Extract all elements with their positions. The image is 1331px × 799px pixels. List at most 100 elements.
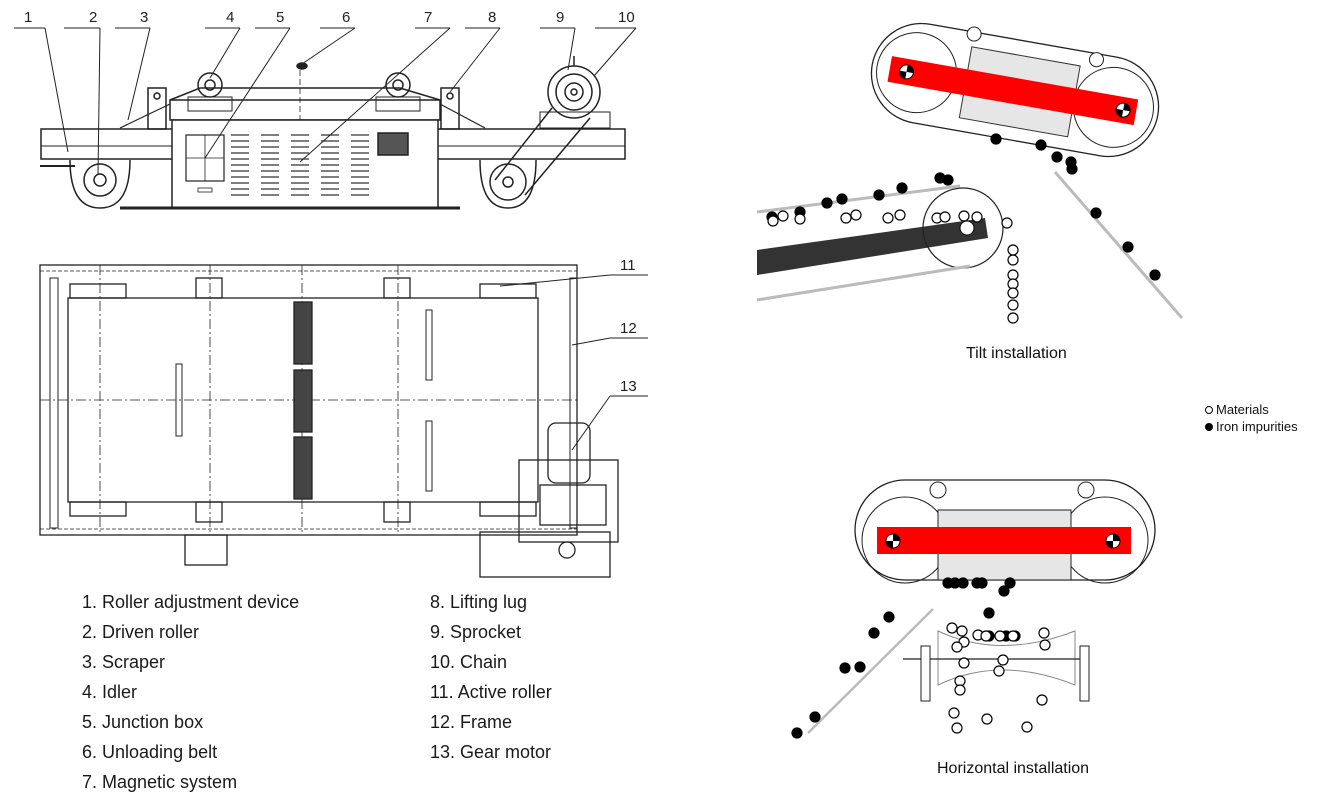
- material-particle: [939, 211, 951, 223]
- iron-impurity-particle: [1090, 207, 1102, 219]
- tilt-installation-caption: Tilt installation: [966, 345, 1067, 362]
- part-2: 2. Driven roller: [82, 622, 200, 642]
- iron-impurity-particle: [957, 577, 969, 589]
- material-particle: [767, 215, 779, 227]
- iron-impurity-particle: [942, 174, 954, 186]
- material-particle: [777, 210, 789, 222]
- tilt-feeder-belt: [757, 218, 988, 275]
- tilt-iron-chute: [1053, 171, 1184, 319]
- gear-motor: [184, 422, 619, 578]
- iron-impurity-particle: [836, 193, 848, 205]
- horizontal-separator: [854, 479, 1156, 584]
- callout-5: 5: [276, 9, 284, 26]
- material-particle: [958, 210, 970, 222]
- iron-impurity-particle: [1066, 163, 1078, 175]
- tilt-magnet-bar: [887, 56, 1139, 126]
- part-6: 6. Unloading belt: [82, 742, 218, 762]
- horizontal-particles: [791, 577, 1051, 739]
- magnetic-system-vents: [231, 134, 369, 196]
- horizontal-feeder: [807, 608, 1090, 734]
- chain-line-b: [524, 117, 591, 196]
- material-particle: [1001, 217, 1013, 229]
- part-8: 8. Lifting lug: [430, 592, 528, 612]
- side-view-leaders: [14, 27, 637, 176]
- material-particle: [1039, 639, 1051, 651]
- driven-roller-guard: [69, 159, 131, 209]
- material-particle: [958, 657, 970, 669]
- iron-impurity-particle: [794, 206, 806, 218]
- iron-impurity-particle: [971, 577, 983, 589]
- callout-1: 1: [24, 9, 32, 26]
- iron-impurity-particle: [976, 577, 988, 589]
- callout-4: 4: [226, 9, 234, 26]
- part-11: 11. Active roller: [430, 682, 552, 702]
- top-view: [39, 264, 619, 578]
- material-particle: [1038, 627, 1050, 639]
- material-particle: [948, 707, 960, 719]
- material-particle: [980, 630, 992, 642]
- material-particle: [1007, 630, 1019, 642]
- iron-impurity-particle: [1004, 577, 1016, 589]
- tilt-magnet-box: [958, 46, 1081, 138]
- material-particle: [1007, 312, 1019, 324]
- material-particle: [958, 636, 970, 648]
- part-10: 10. Chain: [430, 652, 508, 672]
- material-particle: [951, 722, 963, 734]
- iron-impurity-particle: [896, 182, 908, 194]
- side-view: [40, 56, 626, 210]
- callout-10: 10: [618, 9, 635, 26]
- iron-impurity-particle: [873, 189, 885, 201]
- lifting-lug-left: [147, 87, 167, 130]
- iron-impurity-particle: [791, 727, 803, 739]
- iron-impurity-particle: [983, 630, 995, 642]
- iron-impurity-particle: [883, 611, 895, 623]
- legend-materials: Materials: [1205, 401, 1298, 418]
- material-particle: [1007, 299, 1019, 311]
- material-particle: [993, 665, 1005, 677]
- iron-impurity-particle: [949, 577, 961, 589]
- horizontal-magnet-bar: [877, 527, 1131, 554]
- material-particle: [981, 713, 993, 725]
- idler-right: [385, 72, 411, 98]
- material-particle: [1036, 694, 1048, 706]
- tilt-feeder: [756, 171, 1184, 319]
- iron-impurity-particle: [934, 172, 946, 184]
- iron-impurity-particle: [998, 585, 1010, 597]
- active-roller-guard: [479, 159, 537, 209]
- iron-impurity-particle: [809, 711, 821, 723]
- part-12: 12. Frame: [430, 712, 513, 732]
- material-particle: [954, 675, 966, 687]
- iron-impurity-particle: [1009, 630, 1021, 642]
- legend: Materials Iron impurities: [1205, 401, 1298, 435]
- parts-list-right: 8. Lifting lug 9. Sprocket 10. Chain 11.…: [430, 587, 552, 767]
- material-particle: [840, 212, 852, 224]
- material-particle: [1021, 721, 1033, 733]
- top-belt: [169, 87, 441, 101]
- iron-impurity-particle: [1000, 630, 1012, 642]
- frame-side: [569, 277, 578, 529]
- part-4: 4. Idler: [82, 682, 138, 702]
- material-particle: [971, 211, 983, 223]
- iron-impurity-particle: [868, 627, 880, 639]
- material-particle: [894, 209, 906, 221]
- separator-engineering-drawing: 1 2 3 4 5 6 7 8 9 10: [14, 9, 648, 578]
- callout-8: 8: [488, 9, 496, 26]
- material-particle: [794, 213, 806, 225]
- iron-impurity-particle: [983, 607, 995, 619]
- tilt-particles: [766, 133, 1161, 324]
- part-1: 1. Roller adjustment device: [82, 592, 300, 612]
- material-particle: [972, 629, 984, 641]
- iron-impurity-particle: [1149, 269, 1161, 281]
- horizontal-feeder-roller: [937, 630, 1076, 686]
- part-7: 7. Magnetic system: [82, 772, 238, 792]
- part-13: 13. Gear motor: [430, 742, 552, 762]
- horizontal-iron-chute: [807, 608, 934, 734]
- material-particle: [850, 209, 862, 221]
- material-particle: [1007, 278, 1019, 290]
- material-particle: [882, 212, 894, 224]
- callout-13: 13: [620, 378, 637, 395]
- iron-impurity-particle: [854, 661, 866, 673]
- top-view-leaders: [499, 274, 648, 451]
- material-particle: [946, 622, 958, 634]
- callout-9: 9: [556, 9, 564, 26]
